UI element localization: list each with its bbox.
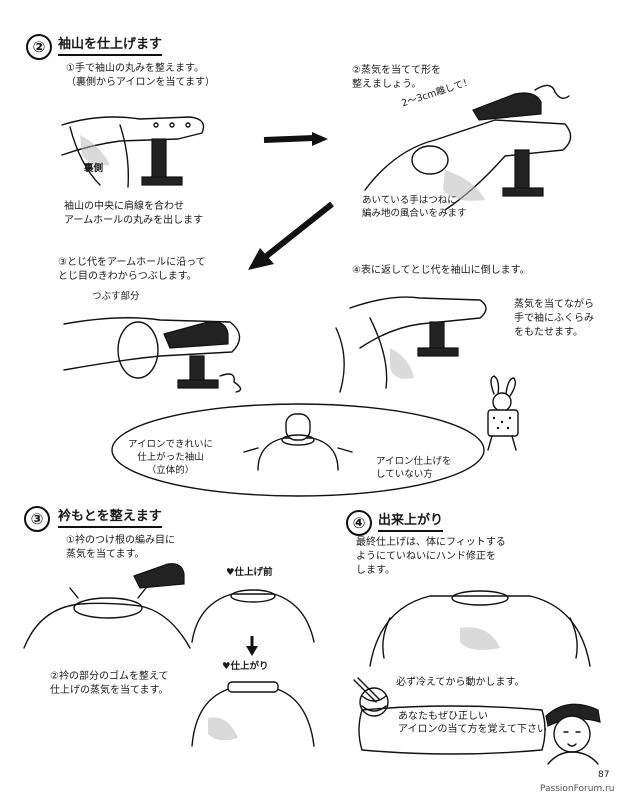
section2-step2: ②蒸気を当てて形を 整えましょう。 (352, 65, 441, 90)
section4-number: ④ (346, 510, 372, 536)
collar-steam-illustration (23, 563, 191, 649)
iron-steam-illustration-2 (364, 84, 572, 211)
section2-number: ② (26, 34, 52, 60)
inside-label: 裏側 (84, 163, 104, 174)
crush-label: つぶす部分 (92, 291, 140, 302)
arrow-right-icon (263, 132, 328, 146)
bad-sleeve-label: アイロン仕上げを していない方 (376, 456, 452, 480)
arrow-down-left-icon (248, 201, 334, 270)
section4-title: 出来上がり (378, 512, 444, 532)
teacher-face-icon (545, 703, 601, 765)
section3-step2: ②衿の部分のゴムを整えて 仕上げの蒸気を当てます。 (50, 671, 169, 696)
steam-note: 蒸気を当てながら 手で袖にふくらみ をもたせます。 (514, 299, 594, 338)
bunny-mascot-icon (487, 375, 519, 451)
section3-step1: ①衿のつけ根の編み目に 蒸気を当てます。 (66, 535, 175, 560)
cool-note: 必ず冷えてから動かします。 (396, 677, 525, 688)
section2-step3: ③とじ代をアームホールに沿って とじ目のきわからつぶします。 (58, 257, 206, 282)
hand-note: あいている手はつねに 編み地の風合いをみます (362, 195, 467, 219)
section3-title: 衿もとを整えます (58, 508, 162, 528)
good-sleeve-label: アイロンできれいに 仕上がった袖山 （立体的） (128, 439, 214, 476)
speech-text: あなたもぜひ正しい アイロンの当て方を覚えて下さい (398, 711, 547, 735)
section2-step4: ④表に返してとじ代を袖山に倒します。 (352, 265, 530, 276)
footer-watermark: PassionForum.ru (540, 784, 615, 794)
shoulder-note: 袖山の中央に肩線を合わせ アームホールの丸みを出します (64, 201, 204, 226)
section4-text: 最終仕上げは、体にフィットする ようにていねいにハンド修正を します。 (356, 537, 506, 576)
sweater-before-illustration (191, 589, 315, 643)
sleeve-flip-illustration-4 (335, 296, 487, 393)
sweater-after-illustration (191, 681, 315, 747)
sleeve-board-illustration-1 (61, 116, 205, 188)
section2-step1: ①手で袖山の丸みを整えます。 （裏側からアイロンを当てます） (66, 63, 215, 88)
before-label: ♥仕上げ前 (226, 567, 273, 578)
finished-sweater-illustration (369, 590, 591, 667)
seam-press-illustration-3 (63, 317, 242, 393)
comparison-oval (111, 403, 485, 497)
arrow-down-icon (246, 636, 258, 656)
section2-title: 袖山を仕上げます (58, 36, 163, 56)
speech-bubble (358, 705, 546, 755)
section3-number: ③ (24, 506, 50, 532)
page-number: 87 (598, 770, 610, 780)
after-label: ♥仕上がり (222, 661, 269, 672)
